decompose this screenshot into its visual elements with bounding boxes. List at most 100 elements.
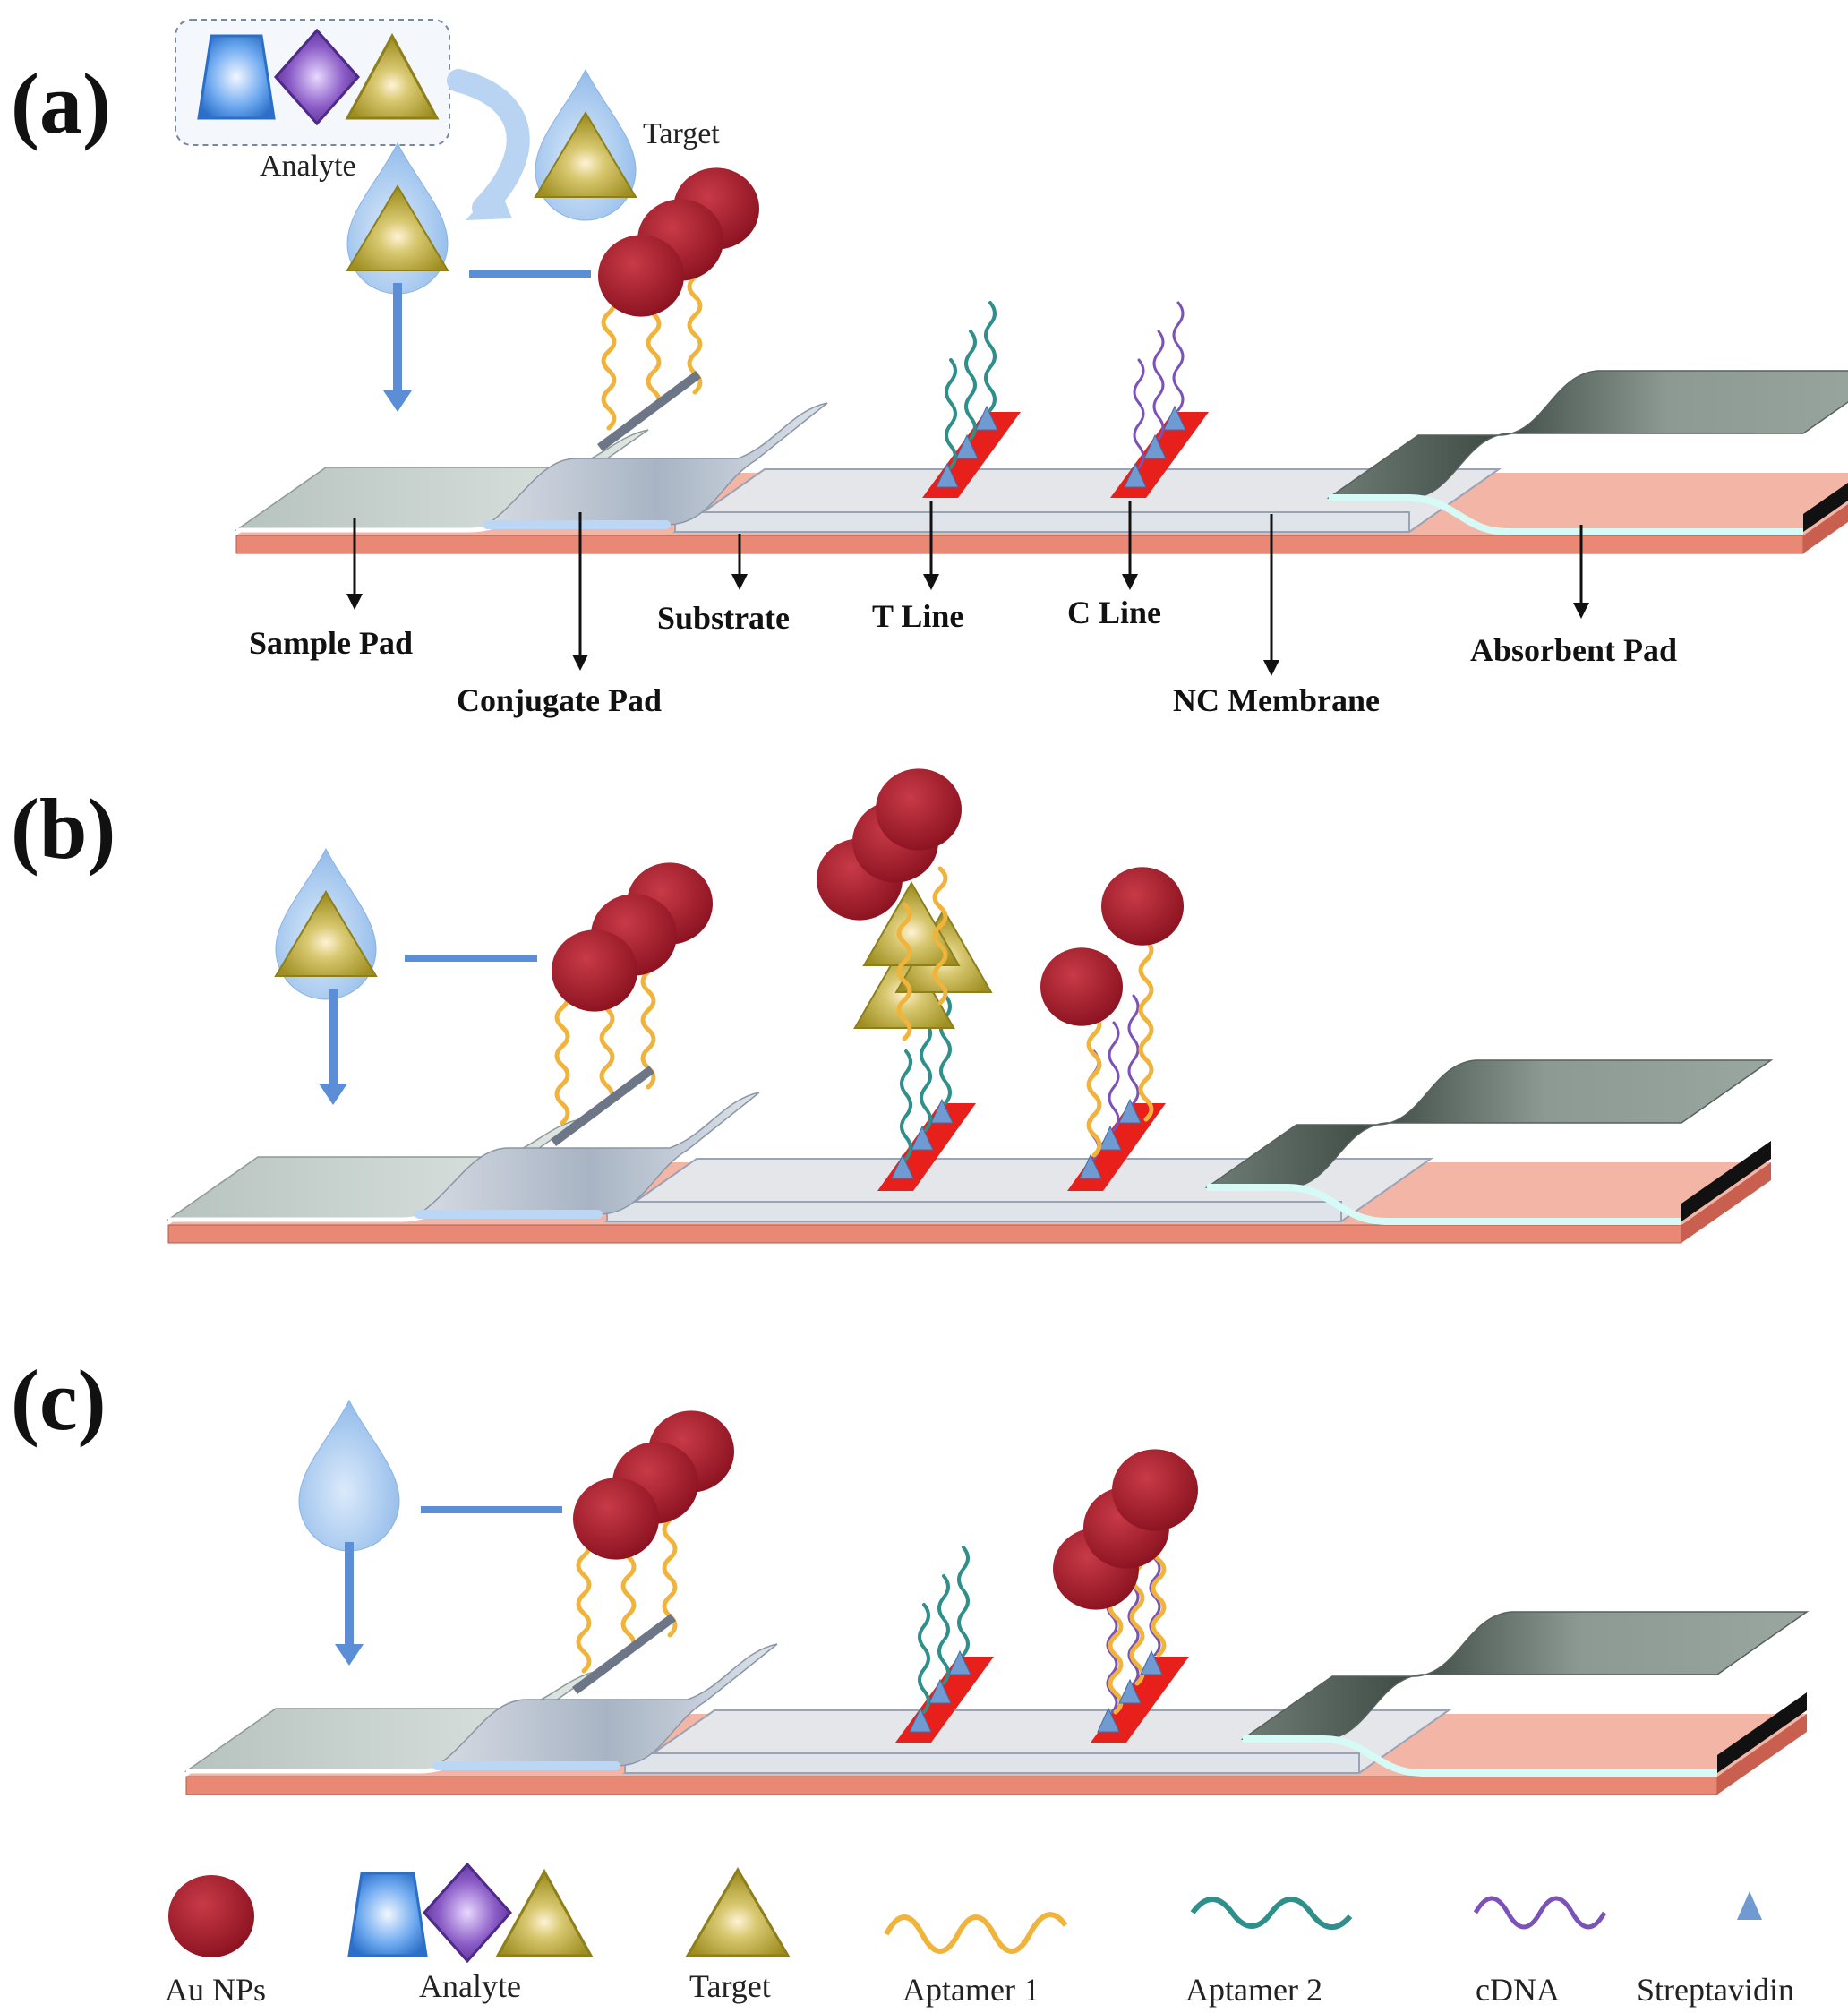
aptamer1-strand bbox=[1138, 938, 1154, 1122]
au-np-mark bbox=[876, 768, 962, 851]
legend-label-aptamer2: Aptamer 2 bbox=[1185, 1972, 1322, 2008]
test-strip-c bbox=[184, 1611, 1810, 1795]
aptamer2-strand bbox=[984, 301, 997, 412]
droplet-target bbox=[346, 184, 449, 271]
backing-side bbox=[1717, 1714, 1807, 1795]
substrate-edge bbox=[674, 511, 1410, 533]
cdna-strand bbox=[1152, 330, 1165, 441]
droplet-shape bbox=[298, 1399, 400, 1552]
absorbent-pad bbox=[1240, 1611, 1810, 1740]
aptamer2-strand bbox=[964, 330, 977, 441]
absorbent-pad-label: Absorbent Pad bbox=[1470, 632, 1677, 668]
au-np-mark bbox=[1101, 867, 1184, 946]
nc-membrane-label: NC Membrane bbox=[1173, 682, 1380, 718]
absorbent-side bbox=[1803, 483, 1848, 532]
aptamer2-strand bbox=[945, 358, 957, 469]
sample-droplet-a-icon bbox=[346, 141, 449, 295]
streptavidin-mark bbox=[955, 433, 979, 459]
streptavidin-mark bbox=[891, 1153, 914, 1179]
legend-label-streptavidin: Streptavidin bbox=[1637, 1972, 1794, 2008]
streptavidin-mark bbox=[948, 1649, 971, 1675]
aptamer2-strand bbox=[937, 1574, 950, 1685]
molecular-elements bbox=[319, 167, 1209, 1743]
aptamer2-strand bbox=[957, 1546, 970, 1657]
conjugate-pad bbox=[434, 1643, 778, 1767]
streptavidin-mark bbox=[911, 1125, 934, 1151]
streptavidin-mark bbox=[1099, 1125, 1122, 1151]
cdna-strand bbox=[1133, 358, 1145, 469]
absorbent-pad bbox=[1204, 1059, 1774, 1188]
t-line-label: T Line bbox=[872, 598, 963, 634]
curved-flow-arrow bbox=[447, 69, 530, 219]
backing-side bbox=[1803, 504, 1848, 553]
aptamer1-strand bbox=[932, 866, 948, 1006]
streptavidin-mark bbox=[1097, 1707, 1120, 1733]
streptavidin-mark bbox=[1118, 1098, 1142, 1124]
backing-edge bbox=[185, 1776, 1718, 1795]
aptamer1-strand bbox=[554, 986, 570, 1126]
legend-aptamer2-icon bbox=[1190, 1897, 1353, 1930]
analyte-triangle-icon bbox=[345, 32, 440, 120]
streptavidin-mark bbox=[936, 462, 959, 488]
streptavidin-mark bbox=[930, 1098, 954, 1124]
cdna-strand bbox=[1108, 1021, 1120, 1132]
target-label: Target bbox=[643, 117, 720, 150]
legend-label-analyte: Analyte bbox=[419, 1968, 521, 2004]
legend-label-cdna: cDNA bbox=[1476, 1972, 1560, 2008]
analyte-trapezoid-icon bbox=[197, 34, 276, 120]
substrate-edge bbox=[624, 1752, 1360, 1774]
streptavidin-mark bbox=[928, 1678, 952, 1704]
legend-analyte-icon bbox=[347, 1862, 594, 1964]
streptavidin-mark bbox=[909, 1707, 932, 1733]
aptamer1-strand bbox=[601, 291, 617, 431]
au-np-mark bbox=[573, 1478, 659, 1560]
streptavidin-mark bbox=[1079, 1153, 1102, 1179]
panel-letter-c: (c) bbox=[11, 1352, 107, 1448]
substrate-edge bbox=[606, 1201, 1342, 1222]
flow-arrow-head bbox=[383, 390, 412, 412]
conjugate-ridge bbox=[597, 370, 701, 452]
analyte-diamond-icon bbox=[273, 28, 361, 126]
au-np-mark bbox=[598, 235, 684, 317]
conjugate-pad bbox=[416, 1092, 760, 1215]
analyte-box bbox=[175, 19, 450, 146]
legend-target-icon bbox=[685, 1867, 791, 1957]
substrate-label: Substrate bbox=[657, 600, 790, 636]
cdna-strand bbox=[1172, 301, 1185, 412]
aptamer2-strand bbox=[918, 1603, 930, 1714]
droplet-target bbox=[274, 890, 378, 977]
legend-au-np-icon bbox=[168, 1875, 254, 1957]
conjugate-ridge bbox=[572, 1613, 676, 1695]
backing-edge bbox=[235, 535, 1804, 554]
panel-letter-b: (b) bbox=[11, 781, 116, 877]
aptamer2-strand bbox=[900, 1049, 912, 1161]
flow-arrow-head bbox=[319, 1084, 347, 1105]
legend-label-au-nps: Au NPs bbox=[165, 1972, 266, 2008]
streptavidin-mark bbox=[1143, 433, 1167, 459]
streptavidin-mark bbox=[1140, 1649, 1163, 1675]
cdna-strand bbox=[1127, 994, 1140, 1105]
absorbent-pad bbox=[1326, 370, 1848, 499]
sample-pad-label: Sample Pad bbox=[249, 625, 413, 661]
streptavidin-mark bbox=[1124, 462, 1147, 488]
au-np-mark bbox=[552, 929, 637, 1012]
legend-cdna-icon bbox=[1473, 1896, 1607, 1930]
absorbent-side bbox=[1681, 1141, 1771, 1221]
curved-arrow-head bbox=[466, 184, 512, 220]
backing-side bbox=[1681, 1162, 1771, 1243]
analyte-label: Analyte bbox=[260, 150, 356, 183]
streptavidin-mark bbox=[975, 405, 998, 431]
flow-arrow-head bbox=[335, 1644, 364, 1666]
backing-edge bbox=[167, 1224, 1682, 1244]
test-strip-a bbox=[234, 370, 1848, 554]
aptamer1-strand bbox=[896, 902, 912, 1041]
panel-letter-a: (a) bbox=[11, 56, 111, 151]
streptavidin-mark bbox=[1163, 405, 1186, 431]
aptamer2-strand bbox=[920, 1021, 932, 1132]
conjugate-pad bbox=[484, 402, 828, 526]
streptavidin-mark bbox=[1118, 1678, 1142, 1704]
conjugate-pad-label: Conjugate Pad bbox=[457, 682, 662, 718]
target-droplet-icon bbox=[534, 68, 637, 221]
au-np-mark bbox=[1112, 1449, 1198, 1531]
